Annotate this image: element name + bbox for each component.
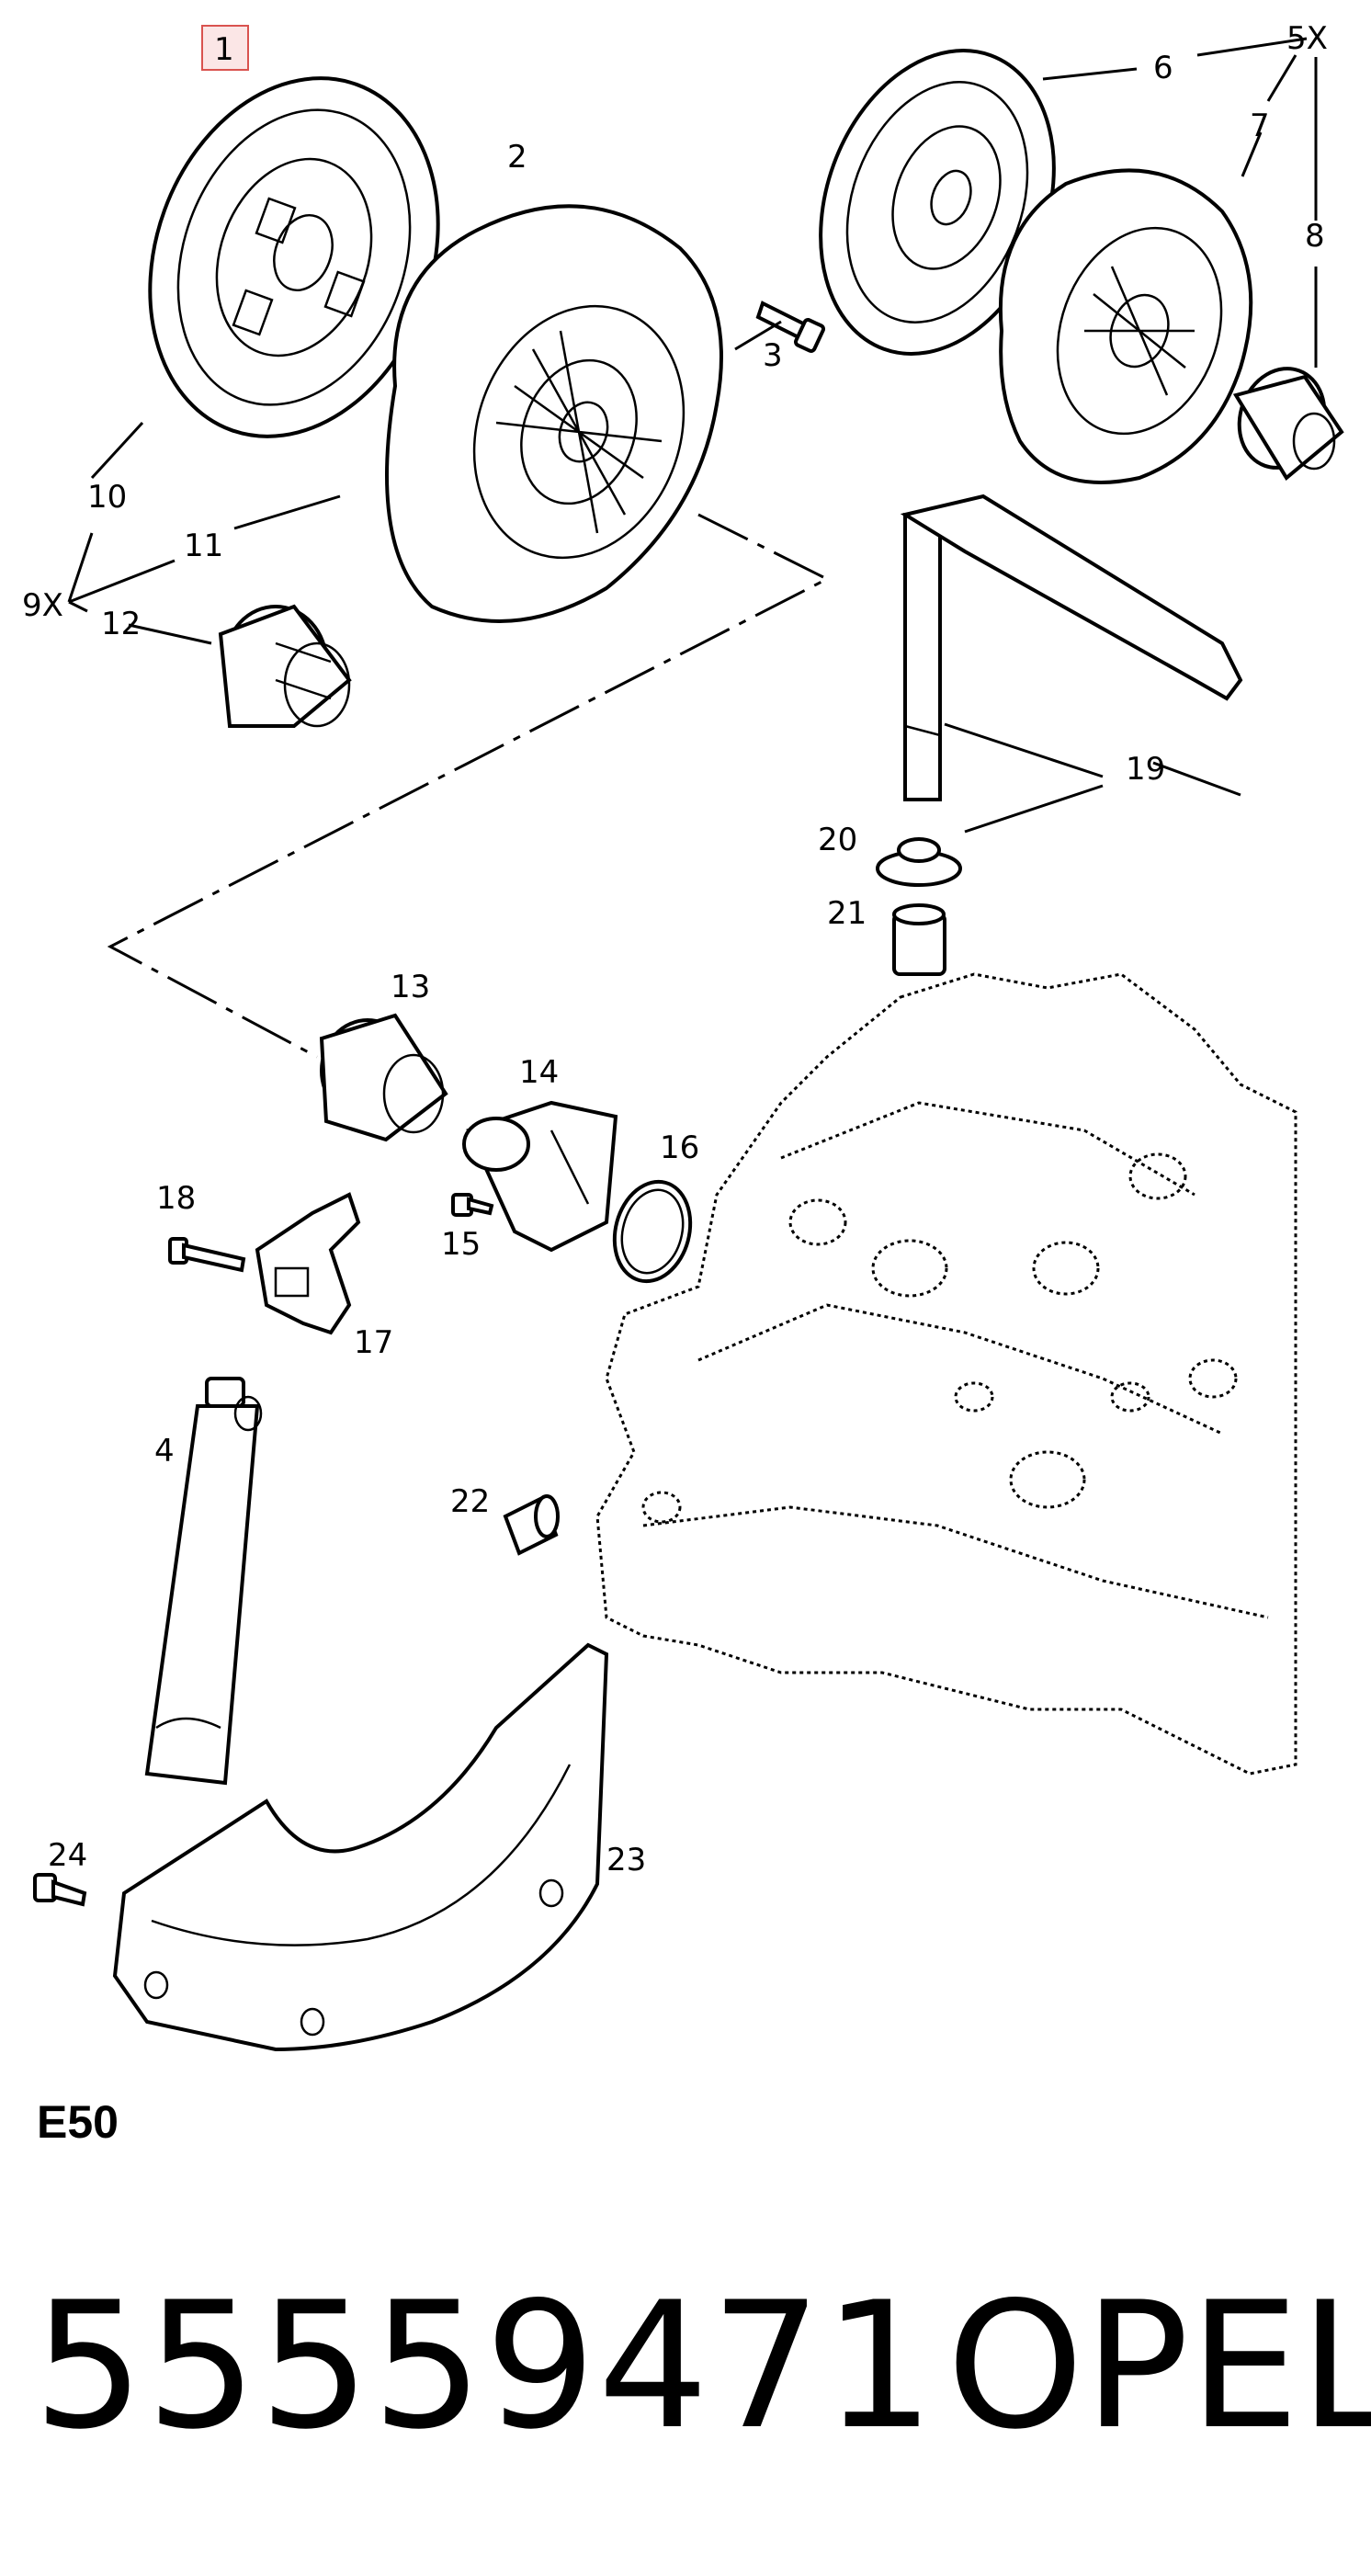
- callout-9x: 9X: [22, 587, 63, 624]
- release-bearing-13-part: [319, 1013, 448, 1142]
- o-ring-16-part: [612, 1179, 693, 1284]
- grease-tube-4-part: [144, 1377, 263, 1786]
- callout-3: 3: [763, 337, 783, 374]
- callout-6: 6: [1153, 50, 1173, 86]
- callout-1: 1: [214, 31, 234, 68]
- pressure-plate-7-part: [998, 168, 1253, 484]
- cover-plate-23-part: [112, 1642, 609, 2052]
- release-bearing-8-part: [1232, 367, 1344, 482]
- callout-18: 18: [156, 1180, 196, 1217]
- bush-22-part: [503, 1494, 560, 1556]
- bolt-18-part: [168, 1237, 246, 1273]
- callout-14: 14: [519, 1054, 559, 1091]
- release-fork-17-part: [255, 1192, 361, 1335]
- callout-19: 19: [1126, 751, 1165, 788]
- brand-name: OPEL: [946, 2264, 1371, 2468]
- callout-13: 13: [391, 969, 430, 1005]
- pressure-plate-part: [385, 204, 723, 623]
- callout-10: 10: [87, 479, 127, 516]
- diagram-code: E50: [37, 2096, 119, 2148]
- release-shaft-19-part: [900, 494, 1243, 801]
- callout-21: 21: [827, 895, 867, 932]
- callout-7: 7: [1250, 108, 1270, 144]
- callout-12: 12: [101, 606, 141, 642]
- part-number: 55559471: [33, 2264, 937, 2468]
- screw-15-part: [451, 1193, 494, 1217]
- callout-5x: 5X: [1286, 20, 1328, 57]
- release-bearing-12-part: [218, 604, 352, 728]
- bolt-3-part: [755, 301, 825, 353]
- callout-labels: 1 2 3 4 5X 6 7 8 9X 10 11 12 13 14 15 16…: [22, 20, 1328, 1878]
- leader-lines: [67, 37, 1318, 834]
- callout-16: 16: [660, 1129, 699, 1166]
- callout-24: 24: [48, 1837, 87, 1874]
- callout-23: 23: [606, 1842, 646, 1878]
- callout-11: 11: [184, 528, 223, 564]
- callout-22: 22: [450, 1483, 490, 1520]
- screw-24-part: [33, 1873, 87, 1907]
- callout-4: 4: [154, 1433, 175, 1470]
- transmission-housing: [595, 972, 1297, 1776]
- seal-20-part: [876, 837, 962, 887]
- callout-20: 20: [818, 822, 857, 858]
- clutch-disc-6-part: [819, 49, 1056, 356]
- callout-8: 8: [1305, 218, 1325, 255]
- callout-15: 15: [441, 1226, 481, 1263]
- callout-2: 2: [507, 139, 527, 176]
- highlighted-callout-box: [201, 25, 249, 71]
- guide-sleeve-14-part: [462, 1100, 618, 1253]
- bush-21-part: [892, 903, 946, 976]
- callout-17: 17: [354, 1324, 393, 1361]
- assembly-axis-line: [107, 513, 831, 1059]
